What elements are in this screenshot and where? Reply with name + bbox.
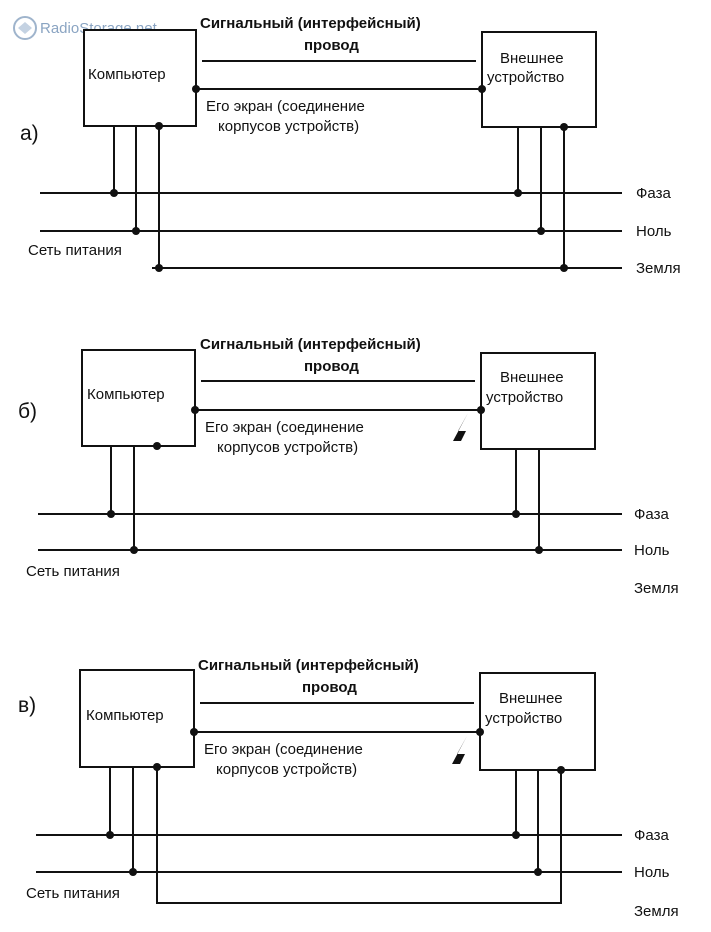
computer-box [81, 349, 196, 447]
junction [155, 122, 163, 130]
junction [110, 189, 118, 197]
junction [155, 264, 163, 272]
shield-label-line2: корпусов устройств) [216, 761, 357, 778]
junction [106, 831, 114, 839]
junction [512, 510, 520, 518]
shield-node [478, 85, 486, 93]
shield-node [476, 728, 484, 736]
shield-node [192, 85, 200, 93]
shield-label-line1: Его экран (соединение [206, 98, 365, 115]
junction [512, 831, 520, 839]
junction [130, 546, 138, 554]
mains-label: Сеть питания [26, 885, 120, 902]
lightning-icon [453, 413, 468, 453]
signal-wire-label-line1: Сигнальный (интерфейсный) [198, 657, 419, 674]
neutral-label: Ноль [636, 223, 672, 240]
device-box [479, 672, 596, 771]
shield-label-line2: корпусов устройств) [217, 439, 358, 456]
shield-label-line1: Его экран (соединение [204, 741, 363, 758]
computer-label: Компьютер [87, 386, 165, 403]
ground-loop-wire [156, 767, 562, 904]
logo-icon [13, 16, 37, 40]
shield-label-line1: Его экран (соединение [205, 419, 364, 436]
junction [153, 442, 161, 450]
signal-wire-label-line2: провод [304, 37, 359, 54]
phase-label: Фаза [634, 827, 669, 844]
device-label-line2: устройство [487, 69, 564, 86]
panel-label: в) [18, 694, 36, 717]
phase-label: Фаза [634, 506, 669, 523]
shield-node [191, 406, 199, 414]
junction [535, 546, 543, 554]
panel-label: а) [20, 122, 39, 145]
panel-label: б) [18, 400, 37, 423]
computer-label: Компьютер [86, 707, 164, 724]
shield-node [190, 728, 198, 736]
panel-c: в) Компьютер Внешнее устройство Сигнальн… [18, 657, 679, 920]
junction [534, 868, 542, 876]
panel-b: б) Компьютер Внешнее устройство Сигнальн… [18, 336, 679, 597]
signal-wire-label-line1: Сигнальный (интерфейсный) [200, 336, 421, 353]
ground-label: Земля [636, 260, 681, 277]
junction [107, 510, 115, 518]
mains-label: Сеть питания [26, 563, 120, 580]
logo-icon-mark [18, 22, 32, 34]
device-box [480, 352, 596, 450]
phase-label: Фаза [636, 185, 671, 202]
computer-box [83, 29, 197, 127]
device-label-line1: Внешнее [500, 50, 564, 67]
junction [129, 868, 137, 876]
lightning-icon [452, 736, 467, 776]
device-label-line1: Внешнее [500, 369, 564, 386]
neutral-label: Ноль [634, 542, 670, 559]
ground-label: Земля [634, 903, 679, 920]
junction [557, 766, 565, 774]
panel-a: а) Компьютер Внешнее устройство Сигнальн… [20, 15, 681, 277]
shield-label-line2: корпусов устройств) [218, 118, 359, 135]
junction [560, 264, 568, 272]
computer-box [79, 669, 195, 768]
device-label-line2: устройство [486, 389, 563, 406]
signal-wire-label-line2: провод [302, 679, 357, 696]
computer-label: Компьютер [88, 66, 166, 83]
junction [514, 189, 522, 197]
device-label-line2: устройство [485, 710, 562, 727]
device-label-line1: Внешнее [499, 690, 563, 707]
signal-wire-label-line2: провод [304, 358, 359, 375]
junction [537, 227, 545, 235]
signal-wire-label-line1: Сигнальный (интерфейсный) [200, 15, 421, 32]
device-box [481, 31, 597, 128]
neutral-label: Ноль [634, 864, 670, 881]
junction [560, 123, 568, 131]
mains-label: Сеть питания [28, 242, 122, 259]
junction [132, 227, 140, 235]
junction [153, 763, 161, 771]
shield-node [477, 406, 485, 414]
ground-label: Земля [634, 580, 679, 597]
